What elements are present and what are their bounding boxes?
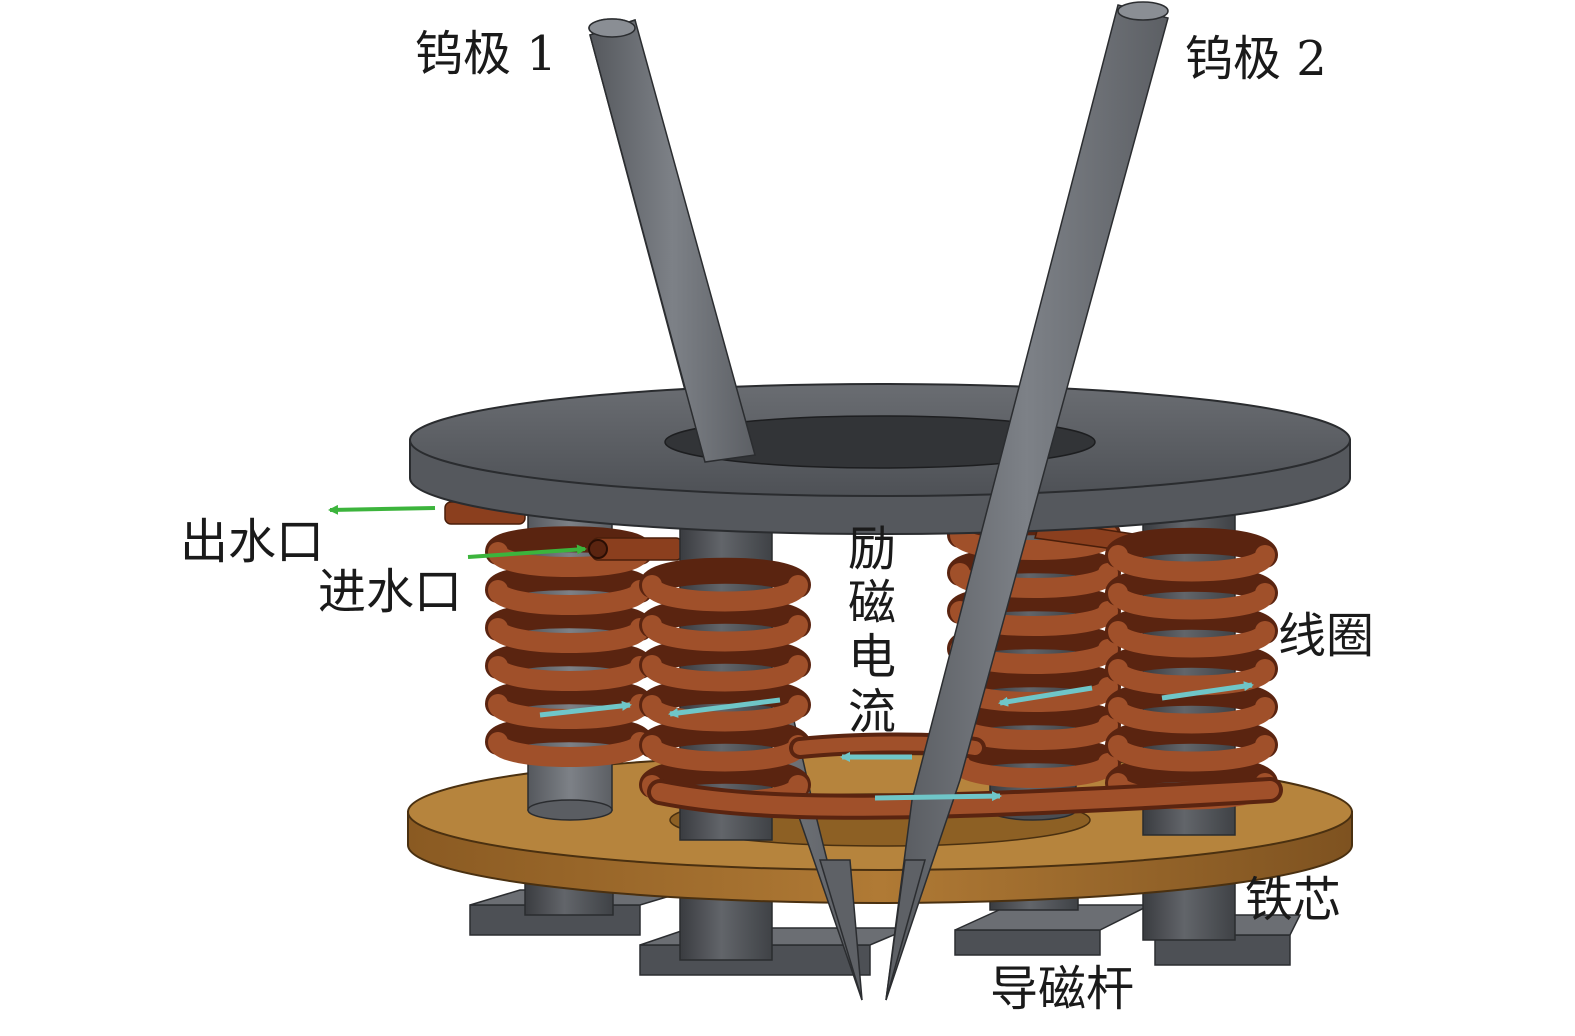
label-electrode-1: 钨极 1 — [415, 26, 557, 82]
coil-back-left — [444, 501, 683, 767]
label-excitation-current: 励磁电流 — [847, 521, 896, 740]
electrode-1-upper — [588, 18, 756, 463]
water-in-arrow — [467, 544, 587, 559]
current-arrows — [539, 681, 1254, 802]
label-iron-core: 铁芯 — [1245, 872, 1342, 928]
electrode-2 — [885, 1, 1169, 1001]
electrode-tips — [818, 859, 926, 1001]
label-flux-rod: 导磁杆 — [990, 961, 1135, 1017]
label-coil: 线圈 — [1278, 608, 1375, 664]
label-electrode-2: 钨极 2 — [1185, 31, 1327, 87]
label-water-out: 出水口 — [180, 514, 325, 570]
label-water-in: 进水口 — [318, 564, 463, 620]
top-plate — [409, 383, 1351, 535]
coil-front-left — [639, 557, 811, 812]
water-out-arrow — [328, 504, 436, 515]
water-flow-arrows — [328, 504, 587, 559]
